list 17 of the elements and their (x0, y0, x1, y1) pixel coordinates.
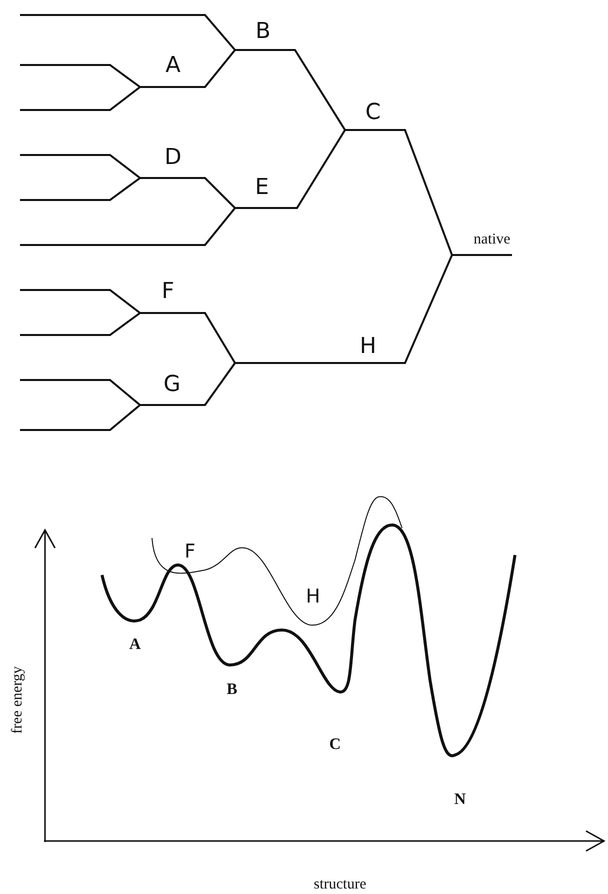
label: C (329, 737, 341, 753)
label: F (162, 281, 174, 303)
label: B (255, 21, 271, 43)
label: B (226, 682, 238, 698)
label: H (306, 588, 320, 606)
label: D (164, 147, 182, 169)
label: H (360, 336, 376, 358)
label: structure (314, 878, 366, 892)
axis-label: free energy (10, 666, 26, 734)
label: N (454, 792, 466, 808)
label: native (474, 232, 510, 248)
label: F (184, 542, 196, 562)
label: A (165, 55, 181, 77)
label: E (255, 177, 269, 199)
label: G (163, 374, 181, 396)
label: C (365, 102, 381, 124)
label: A (129, 637, 141, 653)
